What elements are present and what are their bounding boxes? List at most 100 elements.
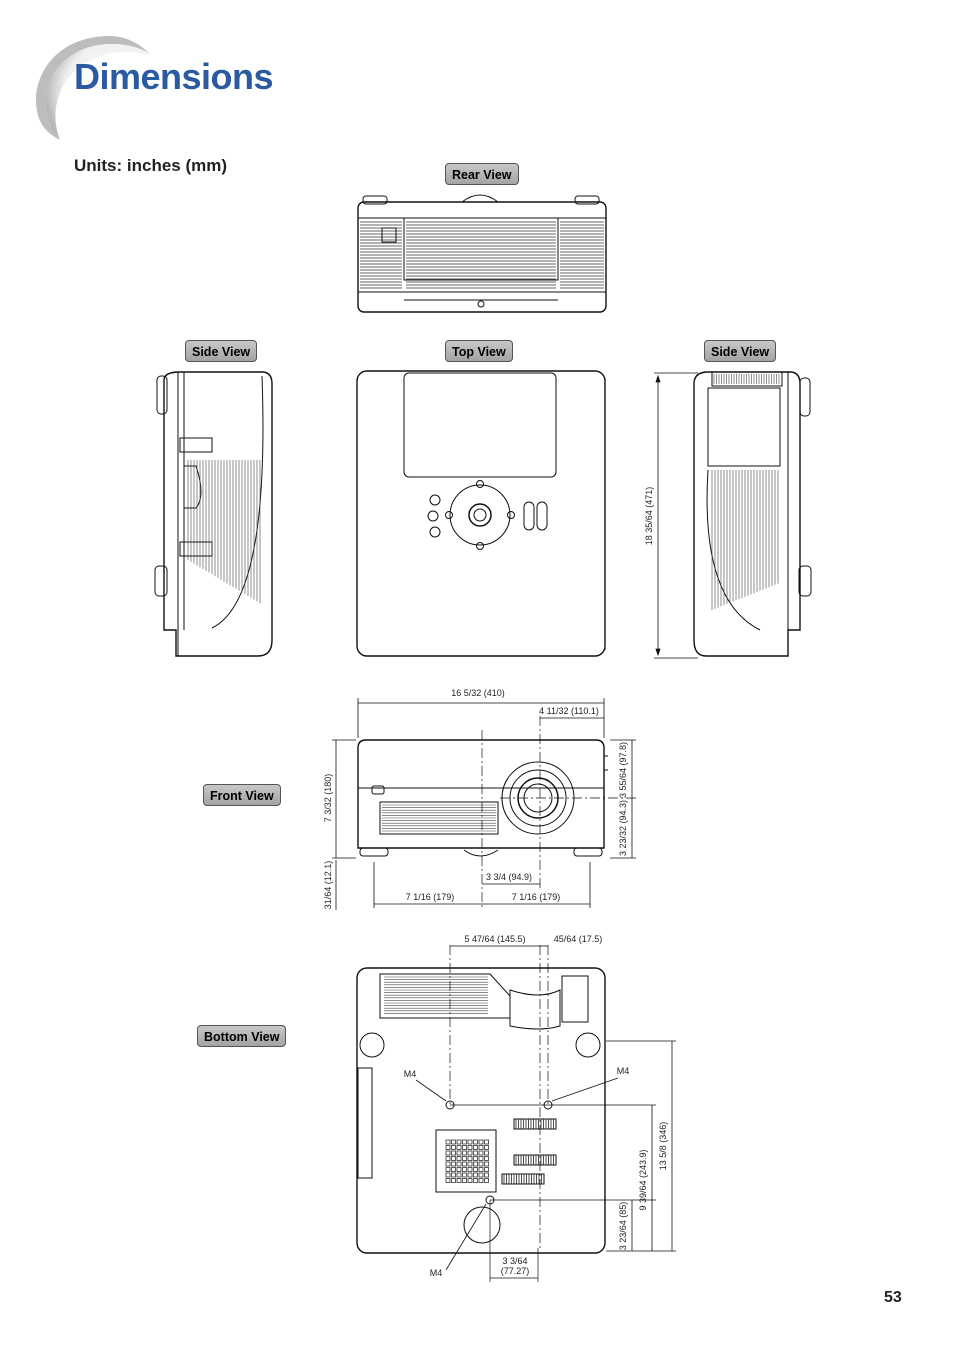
grille-cell bbox=[478, 1167, 484, 1172]
mount-y-mid-label: 9 39/64 (243.9) bbox=[638, 1149, 648, 1210]
header-swoosh bbox=[36, 36, 150, 140]
units-label: Units: inches (mm) bbox=[74, 156, 228, 175]
grille-cell bbox=[462, 1150, 467, 1156]
grille-cell bbox=[473, 1178, 478, 1183]
screw-bottom-label: M4 bbox=[430, 1268, 443, 1278]
grille-cell bbox=[467, 1178, 473, 1183]
grille-cell bbox=[451, 1139, 456, 1145]
grille-cell bbox=[467, 1161, 473, 1167]
grille-cell bbox=[478, 1178, 484, 1183]
grille-cell bbox=[456, 1172, 462, 1178]
grille-cell bbox=[478, 1150, 484, 1156]
grille-cell bbox=[462, 1172, 467, 1178]
screw-left-label: M4 bbox=[404, 1069, 417, 1079]
grille-cell bbox=[473, 1145, 478, 1150]
bottom-view-drawing bbox=[356, 945, 606, 1282]
mount-x-bottom-label-a: 3 3/64 bbox=[502, 1256, 527, 1266]
side-view-left-tag: Side View bbox=[185, 340, 258, 362]
half-left-label: 7 1/16 (179) bbox=[406, 892, 455, 902]
bottom-dimension-lines bbox=[415, 945, 676, 1279]
lens-offset-label: 4 11/32 (110.1) bbox=[539, 706, 599, 716]
grille-cell bbox=[456, 1139, 462, 1145]
grille-cell bbox=[473, 1161, 478, 1167]
grille-cell bbox=[484, 1139, 489, 1145]
top-view-drawing bbox=[356, 370, 606, 657]
grille-cell bbox=[462, 1145, 467, 1150]
mount-x2-label: 45/64 (17.5) bbox=[554, 934, 603, 944]
grille-cell bbox=[445, 1145, 451, 1150]
grille-cell bbox=[456, 1156, 462, 1161]
mount-y-total-label: 13 5/8 (346) bbox=[658, 1122, 668, 1171]
grille-cell bbox=[462, 1167, 467, 1172]
foot-height-label: 31/64 (12.1) bbox=[323, 861, 333, 910]
grille-cell bbox=[473, 1156, 478, 1161]
grille-cell bbox=[445, 1150, 451, 1156]
grille-cell bbox=[445, 1161, 451, 1167]
grille-cell bbox=[484, 1145, 489, 1150]
page-number: 53 bbox=[884, 1289, 902, 1306]
grille-cell bbox=[445, 1172, 451, 1178]
left-side-view-drawing bbox=[154, 371, 273, 657]
grille-cell bbox=[456, 1150, 462, 1156]
grille-cell bbox=[467, 1145, 473, 1150]
grille-cell bbox=[478, 1161, 484, 1167]
front-dimension-lines bbox=[332, 698, 636, 910]
grille-cell bbox=[467, 1167, 473, 1172]
front-view-drawing bbox=[357, 716, 636, 908]
top-view-tag: Top View bbox=[445, 340, 513, 362]
grille-cell bbox=[445, 1156, 451, 1161]
grille-cell bbox=[451, 1150, 456, 1156]
grille-cell bbox=[467, 1172, 473, 1178]
bottom-view-tag: Bottom View bbox=[197, 1025, 287, 1047]
grille-cell bbox=[451, 1178, 456, 1183]
lens-center-label: 3 3/4 (94.9) bbox=[486, 872, 532, 882]
grille-cell bbox=[445, 1139, 451, 1145]
grille-cell bbox=[478, 1145, 484, 1150]
grille-cell bbox=[456, 1161, 462, 1167]
grille-cell bbox=[462, 1156, 467, 1161]
grille-cell bbox=[484, 1172, 489, 1178]
grille-cell bbox=[445, 1167, 451, 1172]
grille-cell bbox=[484, 1161, 489, 1167]
grille-cell bbox=[473, 1172, 478, 1178]
half-right-label: 7 1/16 (179) bbox=[512, 892, 561, 902]
grille-cell bbox=[451, 1167, 456, 1172]
grille-cell bbox=[478, 1172, 484, 1178]
grille-cell bbox=[451, 1145, 456, 1150]
grille-cell bbox=[462, 1178, 467, 1183]
mount-x1-label: 5 47/64 (145.5) bbox=[464, 934, 525, 944]
grille-cell bbox=[484, 1150, 489, 1156]
grille-cell bbox=[473, 1150, 478, 1156]
grille-cell bbox=[462, 1139, 467, 1145]
grille-cell bbox=[456, 1145, 462, 1150]
grille-cell bbox=[478, 1156, 484, 1161]
grille-cell bbox=[478, 1139, 484, 1145]
mount-y-low-label: 3 23/64 (85) bbox=[618, 1202, 628, 1251]
grille-cell bbox=[467, 1139, 473, 1145]
front-height-label: 7 3/32 (180) bbox=[323, 774, 333, 823]
grille-cell bbox=[456, 1178, 462, 1183]
side-height-label: 18 35/64 (471) bbox=[644, 487, 654, 546]
grille-cell bbox=[484, 1178, 489, 1183]
grille-cell bbox=[467, 1156, 473, 1161]
side-view-right-tag: Side View bbox=[704, 340, 777, 362]
grille-cell bbox=[451, 1161, 456, 1167]
side-height-dimension bbox=[654, 372, 698, 659]
front-view-tag: Front View bbox=[203, 784, 281, 806]
grille-cell bbox=[445, 1178, 451, 1183]
grille-cell bbox=[456, 1167, 462, 1172]
mount-x-bottom-label-b: (77.27) bbox=[501, 1266, 530, 1276]
grille-cell bbox=[451, 1156, 456, 1161]
page-title: Dimensions bbox=[74, 56, 274, 97]
grille-cell bbox=[484, 1156, 489, 1161]
grille-cell bbox=[462, 1161, 467, 1167]
lens-lower-label: 3 23/32 (94.3) bbox=[618, 800, 628, 856]
grille-cell bbox=[473, 1139, 478, 1145]
right-side-view-drawing bbox=[693, 371, 812, 657]
grille-cell bbox=[484, 1167, 489, 1172]
front-width-label: 16 5/32 (410) bbox=[451, 688, 505, 698]
grille-cell bbox=[451, 1172, 456, 1178]
grille-cell bbox=[473, 1167, 478, 1172]
rear-view-tag: Rear View bbox=[445, 163, 519, 185]
